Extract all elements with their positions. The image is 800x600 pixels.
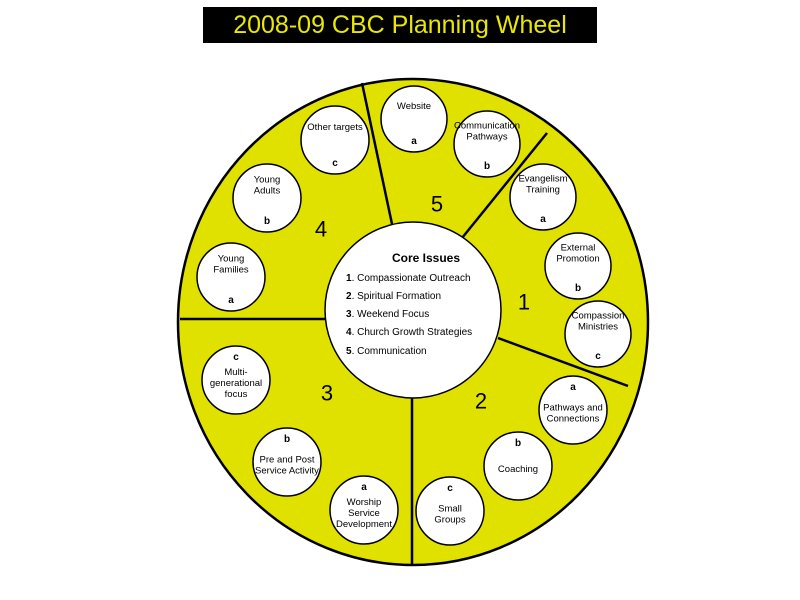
item-label: Coaching bbox=[498, 464, 538, 475]
divider-5-1 bbox=[461, 132, 548, 239]
item-circle-shape bbox=[300, 105, 370, 175]
core-issue: 2. Spiritual Formation bbox=[346, 291, 441, 302]
item-label: Service Activity bbox=[255, 466, 319, 477]
section-number-5: 5 bbox=[431, 192, 443, 217]
item-circle: Coaching b bbox=[483, 431, 553, 501]
section-number-4: 4 bbox=[315, 217, 327, 242]
item-label: Small bbox=[438, 504, 462, 515]
core-circle bbox=[324, 221, 502, 399]
item-label: Ministries bbox=[578, 322, 618, 333]
item-letter: c bbox=[595, 351, 601, 362]
item-letter: c bbox=[447, 483, 453, 494]
item-label: focus bbox=[225, 389, 248, 400]
item-circle-shape bbox=[564, 300, 632, 368]
item-label: Pathways bbox=[466, 132, 507, 143]
item-circle-shape bbox=[483, 431, 553, 501]
item-circles: EvangelismTrainingaExternalPromotionbCom… bbox=[196, 85, 632, 546]
item-circle: Other targets c bbox=[300, 105, 370, 175]
item-label: External bbox=[561, 243, 596, 254]
item-circle-shape bbox=[380, 85, 448, 153]
item-label: Connections bbox=[547, 414, 600, 425]
item-circle-shape bbox=[201, 345, 271, 415]
item-label: Communication bbox=[454, 121, 520, 132]
item-label: Development bbox=[336, 519, 392, 530]
item-label: Other targets bbox=[307, 122, 363, 133]
item-letter: a bbox=[361, 482, 367, 493]
item-label: Promotion bbox=[556, 254, 599, 265]
item-letter: a bbox=[228, 295, 234, 306]
item-circle-shape bbox=[544, 232, 612, 300]
item-circle-shape bbox=[415, 476, 485, 546]
item-label: Adults bbox=[254, 186, 281, 197]
item-label: generational bbox=[210, 378, 262, 389]
item-label: Evangelism bbox=[518, 174, 567, 185]
item-circle: Website a bbox=[380, 85, 448, 153]
core-issue: 4. Church Growth Strategies bbox=[346, 327, 472, 338]
divider-1-2 bbox=[497, 336, 629, 388]
section-number-2: 2 bbox=[475, 389, 487, 414]
core-issue: 1. Compassionate Outreach bbox=[346, 273, 471, 284]
item-letter: b bbox=[484, 161, 490, 172]
core-issues: Core Issues 1. Compassionate Outreach 2.… bbox=[324, 221, 502, 399]
item-label: Service bbox=[348, 508, 380, 519]
item-label: Young bbox=[218, 254, 245, 265]
item-circle-shape bbox=[538, 375, 608, 445]
section-dividers bbox=[180, 82, 629, 564]
item-label: Worship bbox=[347, 497, 382, 508]
item-label: Training bbox=[526, 185, 560, 196]
item-circle-shape bbox=[252, 427, 322, 497]
item-letter: a bbox=[411, 136, 417, 147]
section-number-3: 3 bbox=[321, 381, 333, 406]
item-letter: a bbox=[540, 214, 546, 225]
core-issue: 5. Communication bbox=[346, 346, 427, 357]
item-circle-shape bbox=[453, 110, 521, 178]
item-circle-shape bbox=[232, 163, 302, 233]
item-letter: c bbox=[233, 352, 239, 363]
item-circle-shape bbox=[329, 475, 399, 545]
item-label: Pathways and bbox=[543, 403, 603, 414]
item-circle-shape bbox=[509, 163, 577, 231]
item-letter: a bbox=[570, 382, 576, 393]
item-label: Multi- bbox=[224, 367, 247, 378]
divider-4-5 bbox=[360, 82, 394, 225]
item-label: Pre and Post bbox=[260, 455, 315, 466]
page-title: 2008-09 CBC Planning Wheel bbox=[233, 10, 567, 39]
section-number-1: 1 bbox=[518, 290, 530, 315]
core-heading: Core Issues bbox=[392, 251, 460, 265]
item-label: Groups bbox=[434, 515, 465, 526]
item-label: Families bbox=[213, 265, 249, 276]
item-label: Website bbox=[397, 101, 431, 112]
item-letter: b bbox=[264, 216, 270, 227]
item-letter: b bbox=[284, 434, 290, 445]
item-circle-shape bbox=[196, 242, 266, 312]
item-letter: b bbox=[575, 283, 581, 294]
title-bar: 2008-09 CBC Planning Wheel bbox=[203, 7, 597, 43]
item-label: Compassion bbox=[572, 311, 625, 322]
core-issue: 3. Weekend Focus bbox=[346, 309, 429, 320]
item-letter: b bbox=[515, 438, 521, 449]
item-label: Young bbox=[254, 175, 281, 186]
item-letter: c bbox=[332, 158, 338, 169]
